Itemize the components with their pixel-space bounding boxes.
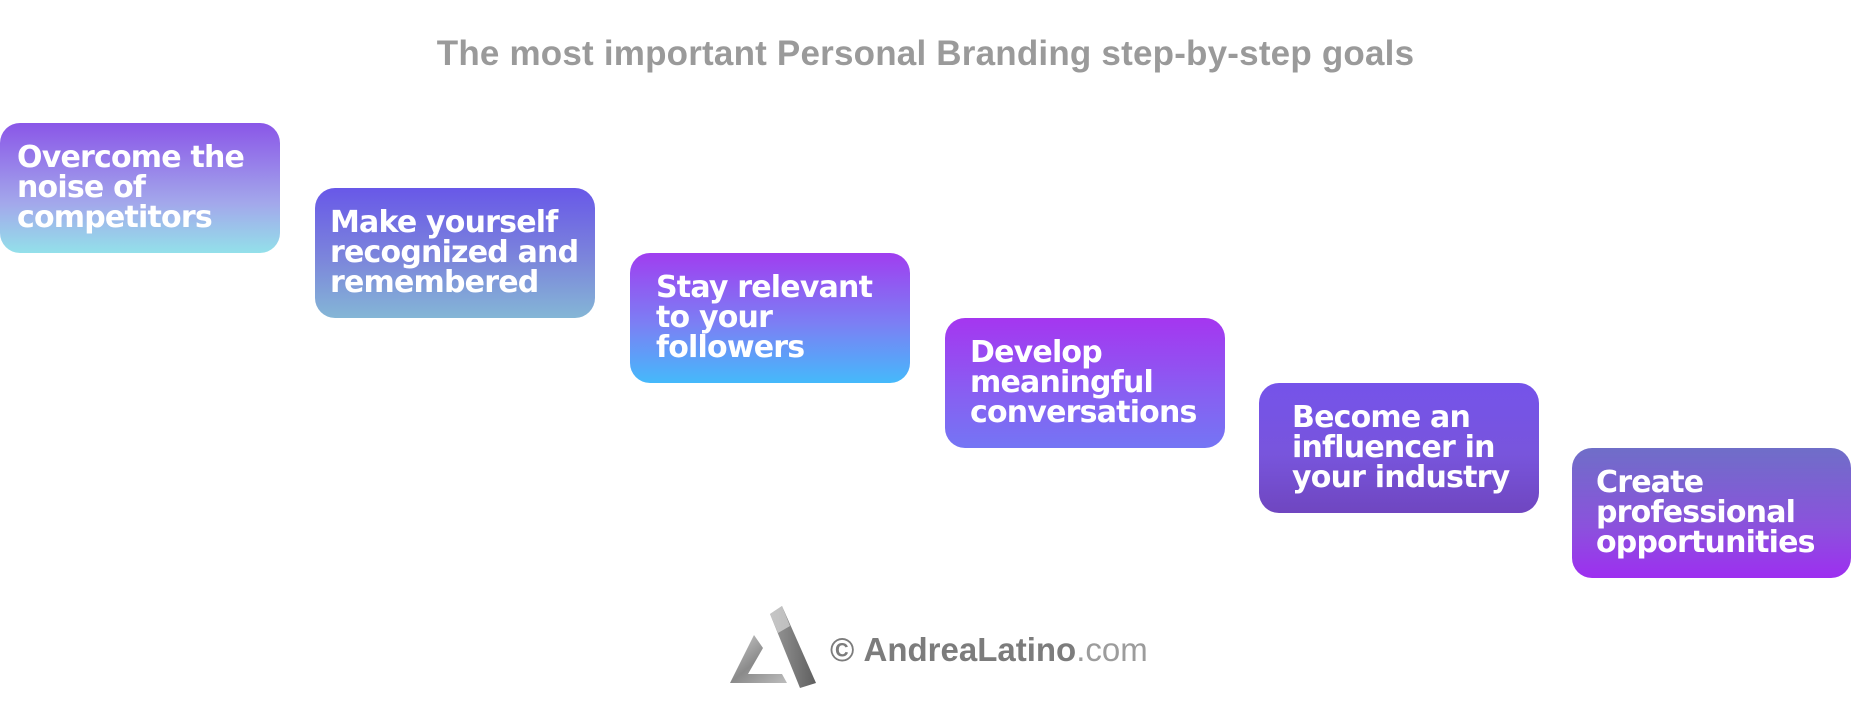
brand-domain: .com bbox=[1076, 631, 1148, 668]
step-1-line-2: noise of bbox=[17, 170, 146, 205]
step-box-2: Make yourself recognized and remembered bbox=[315, 188, 595, 318]
step-4-line-2: meaningful bbox=[970, 365, 1154, 400]
step-2-line-3: remembered bbox=[330, 265, 539, 300]
step-6-line-1: Create bbox=[1596, 465, 1704, 500]
step-1-line-3: competitors bbox=[17, 200, 213, 235]
brand-name: AndreaLatino bbox=[863, 631, 1077, 668]
step-4-line-1: Develop bbox=[970, 335, 1103, 370]
step-6-line-3: opportunities bbox=[1596, 525, 1816, 560]
copyright-symbol: © bbox=[830, 631, 855, 668]
step-box-1: Overcome the noise of competitors bbox=[0, 123, 280, 253]
step-5-line-1: Become an bbox=[1292, 400, 1471, 435]
step-1-line-1: Overcome the bbox=[17, 140, 245, 175]
triangle-a-logo-icon bbox=[730, 606, 816, 688]
step-5-line-3: your industry bbox=[1292, 460, 1510, 495]
copyright-credit: © AndreaLatino.com bbox=[830, 632, 1148, 668]
step-box-4: Develop meaningful conversations bbox=[945, 318, 1225, 448]
step-2-line-1: Make yourself bbox=[330, 205, 558, 240]
step-4-line-3: conversations bbox=[970, 395, 1197, 430]
page-title: The most important Personal Branding ste… bbox=[436, 34, 1415, 73]
step-3-line-1: Stay relevant bbox=[656, 270, 873, 305]
step-box-6: Create professional opportunities bbox=[1572, 448, 1851, 578]
footer-credit: © AndreaLatino.com bbox=[730, 604, 1150, 688]
step-box-5: Become an influencer in your industry bbox=[1259, 383, 1539, 513]
step-5-line-2: influencer in bbox=[1292, 430, 1495, 465]
step-box-3: Stay relevant to your followers bbox=[630, 253, 910, 383]
step-3-line-2: to your bbox=[656, 300, 773, 335]
step-6-line-2: professional bbox=[1596, 495, 1796, 530]
step-3-line-3: followers bbox=[656, 330, 805, 365]
step-2-line-2: recognized and bbox=[330, 235, 579, 270]
